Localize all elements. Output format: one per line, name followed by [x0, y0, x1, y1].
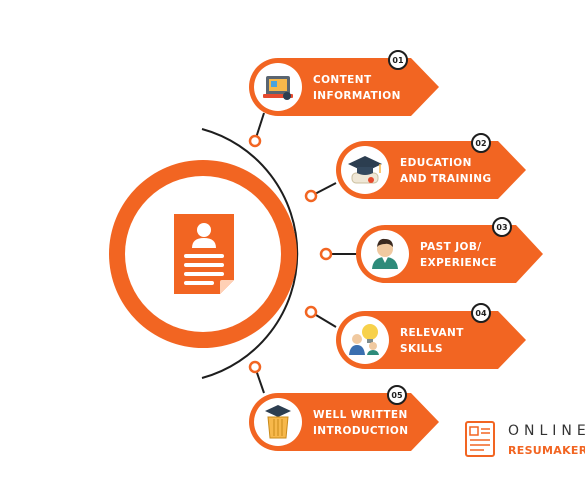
logo-text-resumaker: RESUMAKER: [508, 444, 585, 457]
step-3-title-line2: EXPERIENCE: [420, 257, 497, 269]
step-2-title-line2: AND TRAINING: [400, 173, 492, 185]
step-5-number-badge: 05: [387, 385, 407, 405]
step-2-title-line1: EDUCATION: [400, 157, 472, 169]
step-1-title-line2: INFORMATION: [313, 90, 401, 102]
step-4-number-badge: 04: [471, 303, 491, 323]
pencil-cup-icon: [265, 405, 291, 439]
step-5-title-line1: WELL WRITTEN: [313, 409, 408, 421]
step-4: RELEVANT SKILLS 04: [336, 303, 551, 369]
connector-arc: [201, 128, 299, 379]
connector-dot-2: [304, 189, 318, 203]
step-4-title-line1: RELEVANT: [400, 327, 464, 339]
connector-dot-3: [319, 247, 333, 261]
step-3-number-badge: 03: [492, 217, 512, 237]
person-avatar-icon: [372, 238, 398, 269]
graduation-cap-icon: [348, 156, 382, 184]
connector-dot-5: [248, 360, 262, 374]
step-2-number-badge: 02: [471, 133, 491, 153]
step-4-title-line2: SKILLS: [400, 343, 443, 355]
step-3-title-line1: PAST JOB/: [420, 241, 482, 253]
step-2: EDUCATION AND TRAINING 02: [336, 133, 551, 199]
step-3: PAST JOB/ EXPERIENCE 03: [356, 217, 571, 283]
step-1-title-line1: CONTENT: [313, 74, 372, 86]
resume-document-icon: [174, 214, 234, 294]
connector-dot-1: [248, 134, 262, 148]
step-1: CONTENT INFORMATION 01: [249, 50, 464, 116]
step-1-number-badge: 01: [388, 50, 408, 70]
step-5: WELL WRITTEN INTRODUCTION 05: [249, 385, 464, 451]
content-tools-icon: [263, 76, 293, 100]
resume-logo-icon: [465, 421, 495, 457]
lightbulb-skills-icon: [349, 324, 379, 355]
connector-dot-4: [304, 305, 318, 319]
step-5-title-line2: INTRODUCTION: [313, 425, 409, 437]
logo-text-online: ONLINE: [508, 423, 585, 439]
